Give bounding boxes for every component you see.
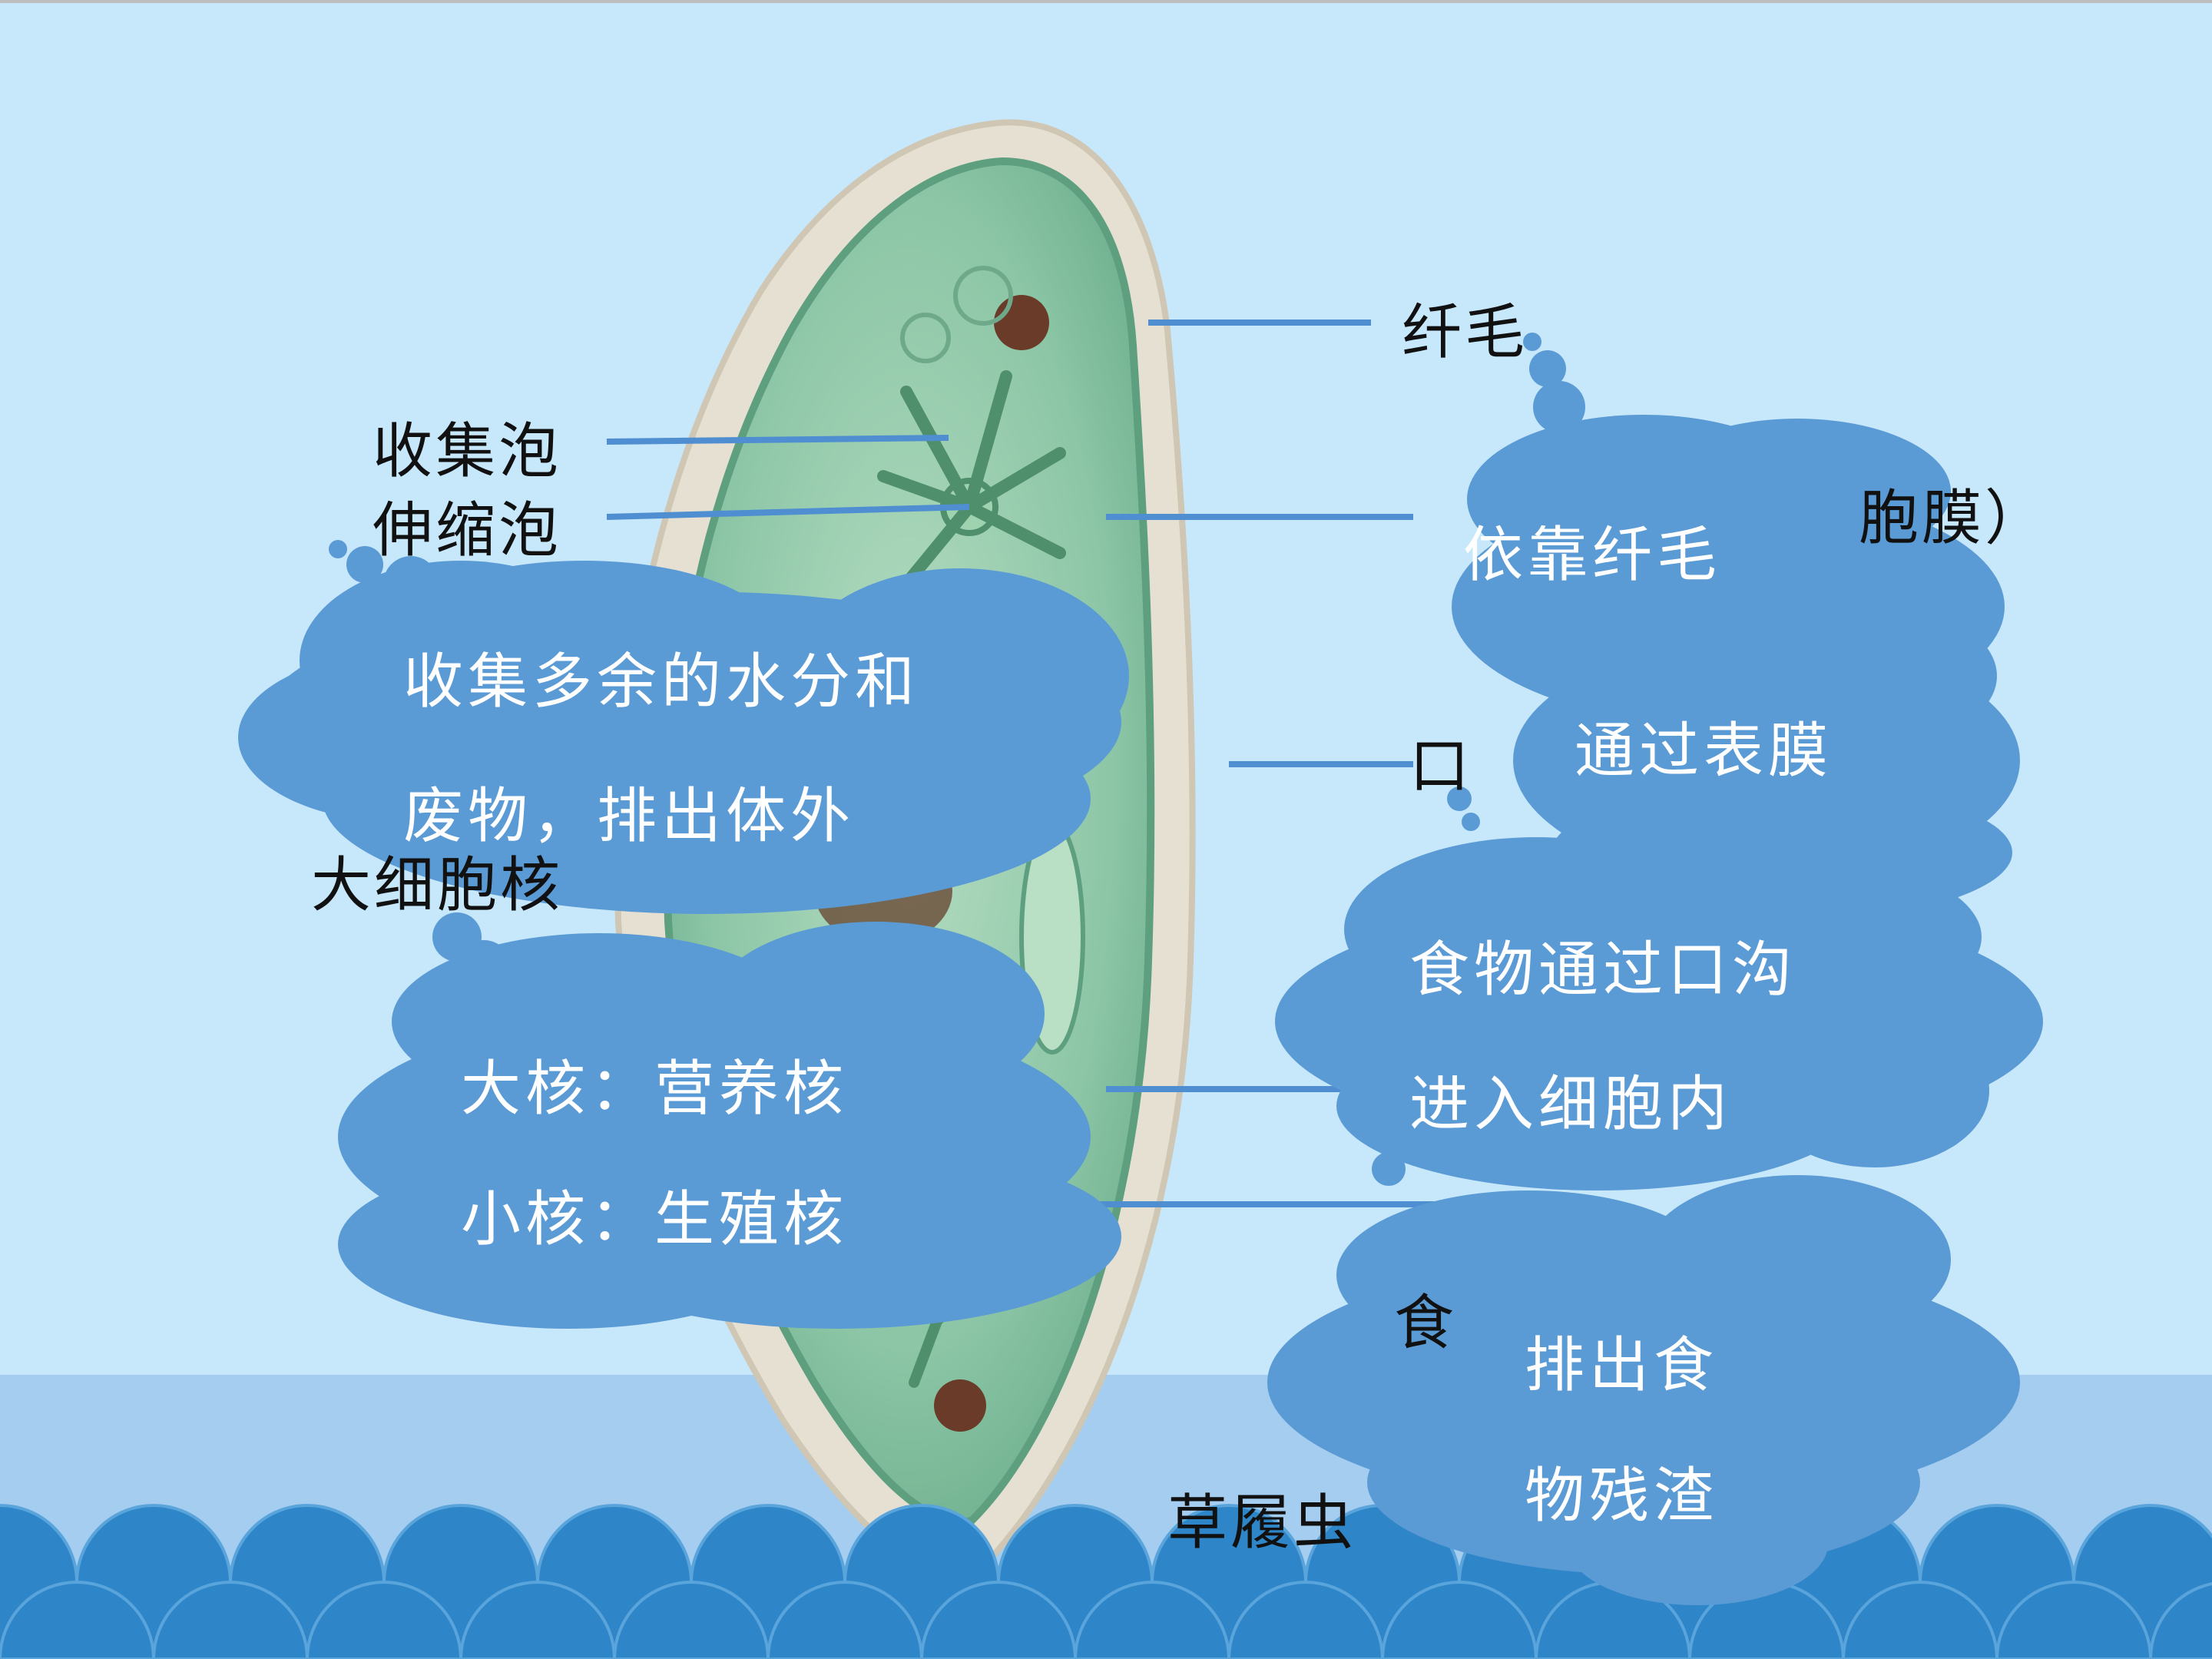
cloud-collecting-line1: 收集多余的水分和 xyxy=(403,647,920,717)
cloud-oral-line2: 进入细胞内 xyxy=(1409,1070,1733,1139)
wave-arc xyxy=(1995,1581,2153,1659)
label-oral-groove-partial: 口 xyxy=(1409,732,1473,801)
cloud-anal-line2: 物残渣 xyxy=(1525,1462,1719,1531)
leader-contractile xyxy=(606,504,970,520)
label-pellicle-tail: 胞膜） xyxy=(1859,484,2048,553)
wave-arc xyxy=(1227,1581,1385,1659)
vacuole-ring-1 xyxy=(953,266,1013,326)
wave-arc xyxy=(1073,1581,1231,1659)
wave-arc xyxy=(0,1581,156,1659)
cloud-cilia-line1: 依靠纤毛 xyxy=(1463,521,1722,590)
label-food-vacuole-partial: 食 xyxy=(1394,1289,1458,1358)
label-collecting-canal: 收集泡 xyxy=(373,417,562,486)
collecting-canals-top xyxy=(877,370,1066,590)
wave-arc xyxy=(612,1581,770,1659)
label-contractile-vacuole: 伸缩泡 xyxy=(373,496,562,565)
label-title-partial: 草履虫 xyxy=(1167,1488,1357,1558)
cloud-nucleus xyxy=(338,912,1121,1329)
wave-arc xyxy=(766,1581,924,1659)
wave-arc xyxy=(459,1581,617,1659)
cloud-nucleus-line1: 大核：营养核 xyxy=(461,1055,849,1124)
wave-arc xyxy=(2148,1582,2212,1659)
cloud-nucleus-line2: 小核：生殖核 xyxy=(461,1185,849,1254)
vacuole-ring-2 xyxy=(900,313,951,363)
label-macronucleus-partial: 大细胞核 xyxy=(311,851,564,920)
label-cilia: 纤毛 xyxy=(1402,298,1528,367)
food-vacuole-1 xyxy=(994,295,1049,350)
wave-arc xyxy=(919,1581,1078,1659)
cloud-oral xyxy=(1275,837,2043,1190)
wave-arc xyxy=(305,1581,463,1659)
wave-arc xyxy=(151,1581,310,1659)
leader-collecting xyxy=(606,435,949,445)
cloud-pellicle-line1: 通过表膜 xyxy=(1575,717,1833,786)
wave-arc xyxy=(1380,1581,1538,1659)
food-vacuole-2 xyxy=(934,1379,986,1432)
cloud-anal xyxy=(1267,1175,2020,1605)
cloud-collecting xyxy=(238,540,1129,914)
cloud-anal-line1: 排出食 xyxy=(1525,1331,1719,1400)
leader-lines xyxy=(606,320,1444,1207)
cloud-collecting-line2: 废物，排出体外 xyxy=(403,782,856,851)
cloud-oral-line1: 食物通过口沟 xyxy=(1409,935,1797,1005)
top-border xyxy=(0,0,2212,3)
wave-arc xyxy=(1841,1581,1999,1659)
